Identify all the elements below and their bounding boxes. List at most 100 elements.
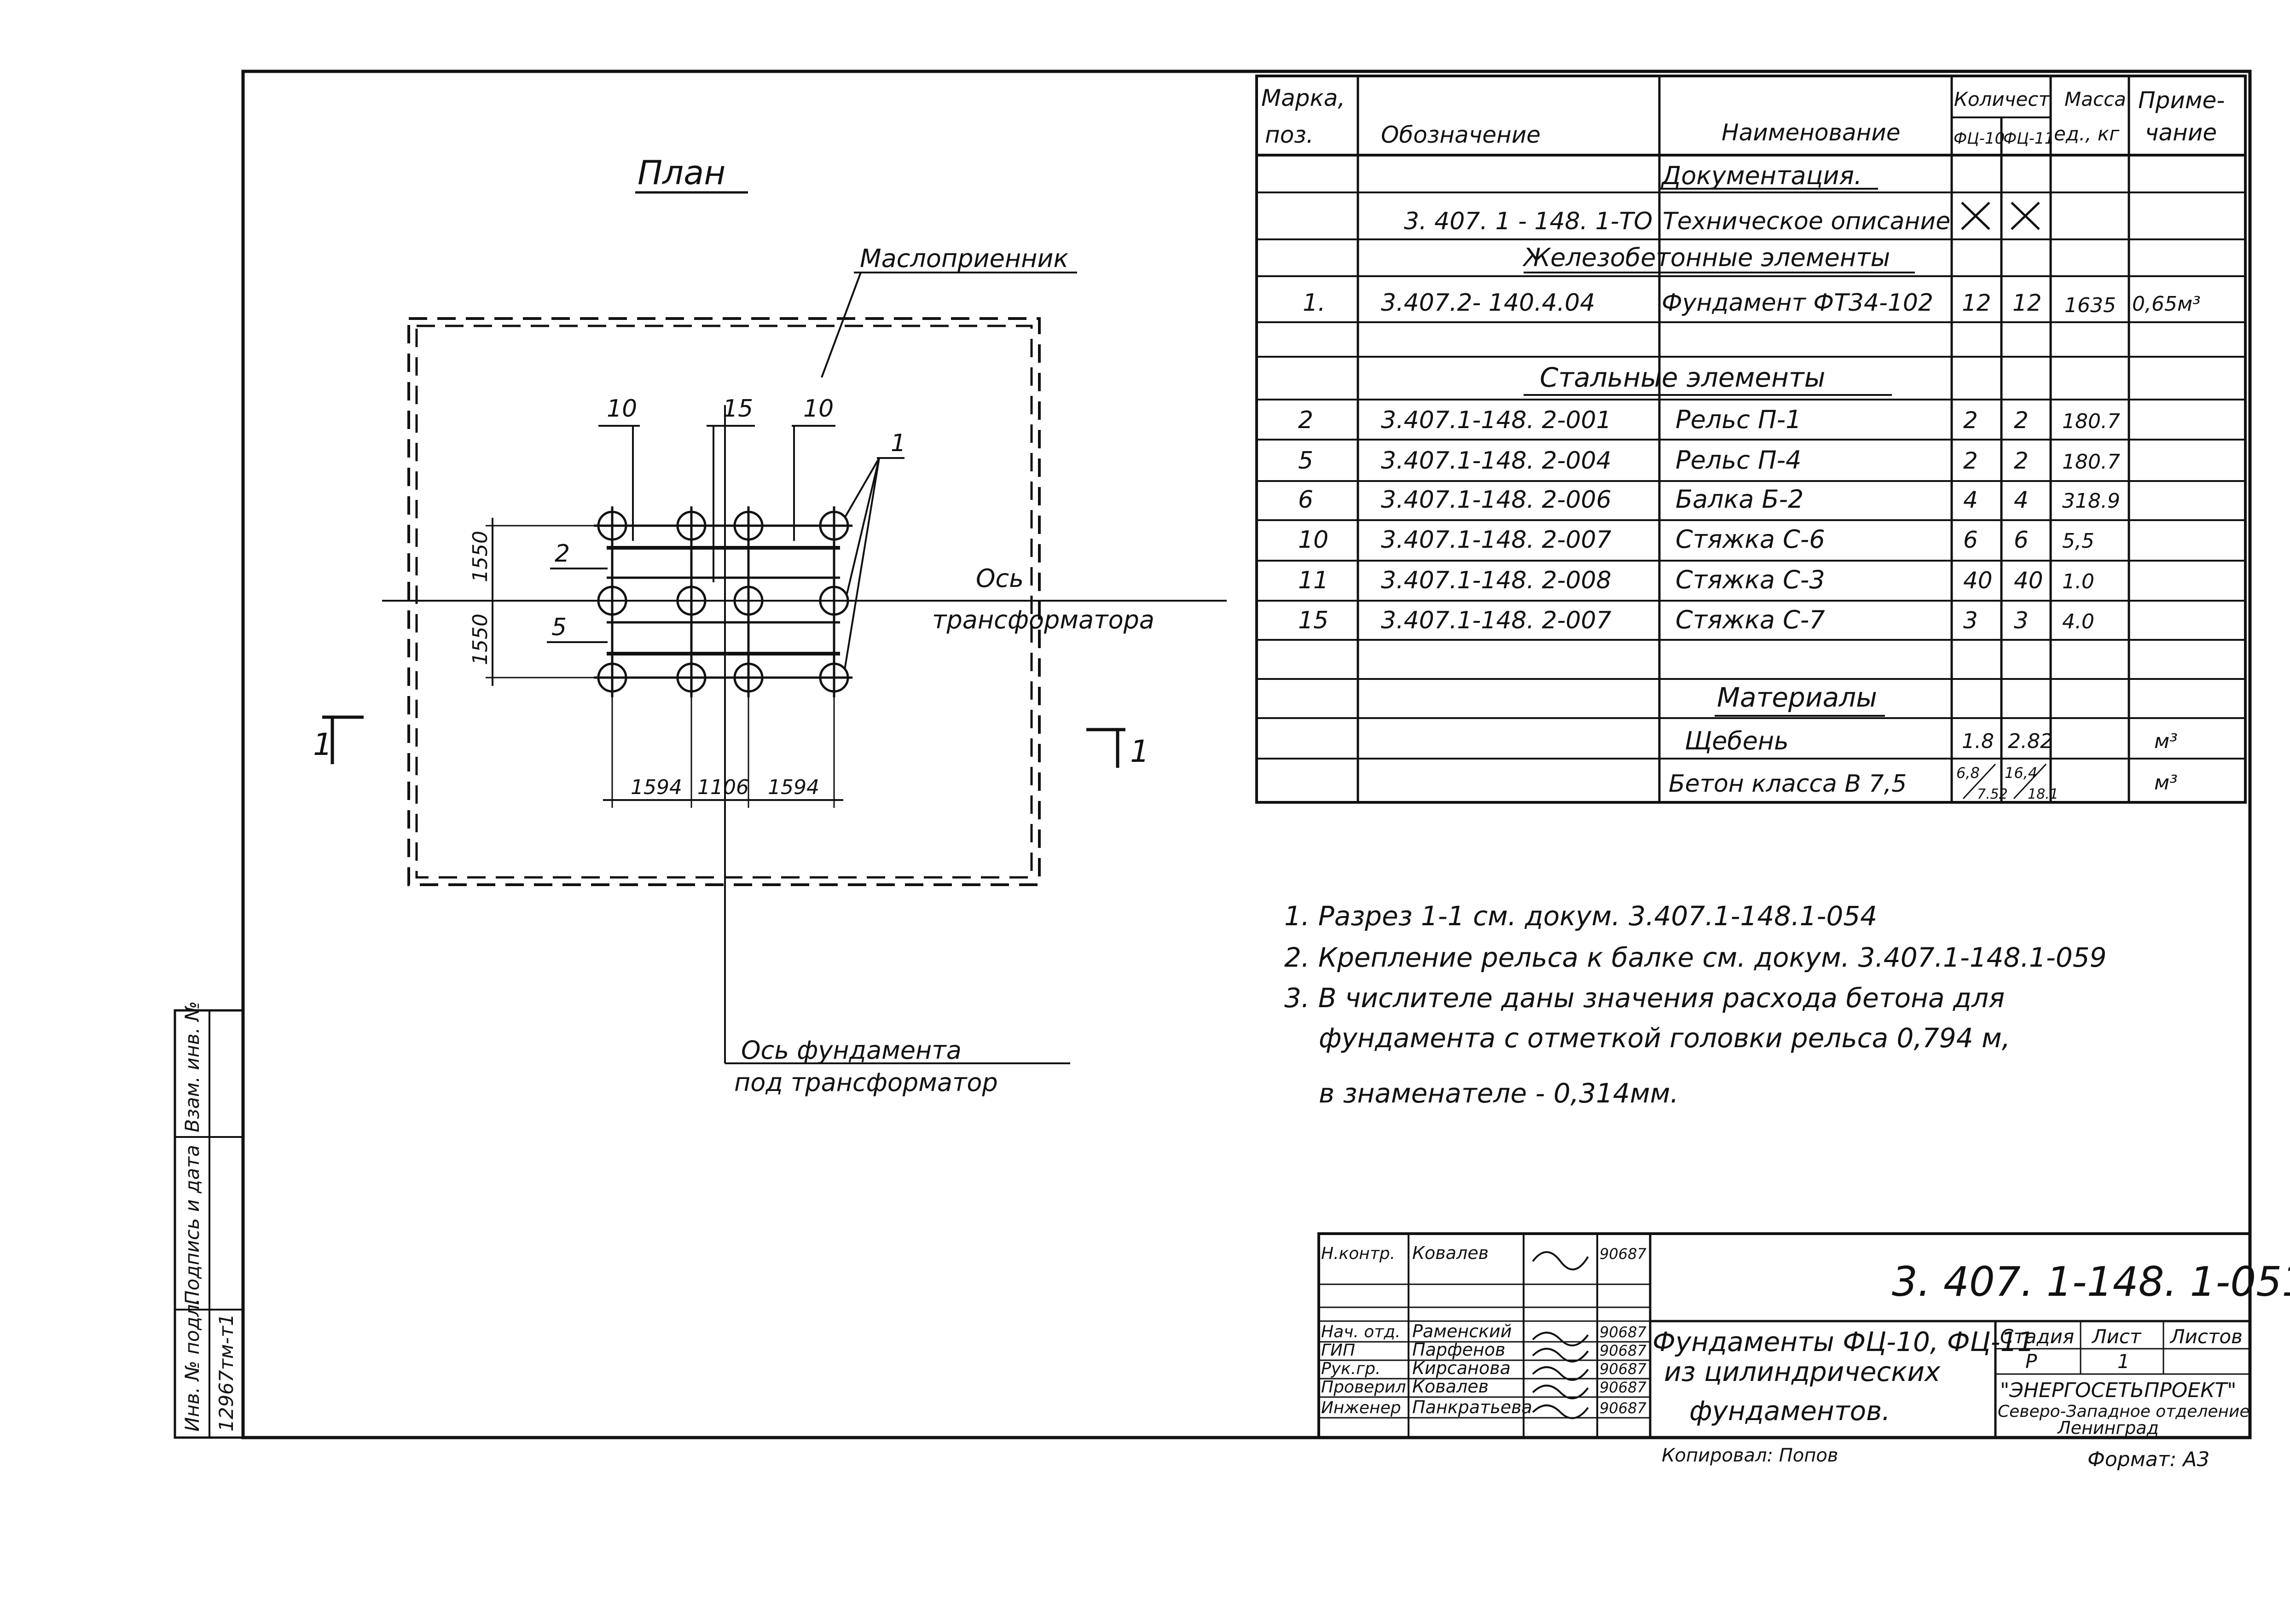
rc-name: Фундамент ФТ34-102 <box>1662 289 1933 317</box>
foundation-axis-label-1: Ось фундамента <box>741 1036 962 1065</box>
dim-v1: 1550 <box>469 531 492 582</box>
side-stamp-inv-value: 12967тм-т1 <box>215 1314 238 1432</box>
steel-mass: 180.7 <box>2062 410 2120 433</box>
hdr-qty-b: ФЦ-11 <box>2003 129 2054 148</box>
steel-qb: 40 <box>2014 567 2043 594</box>
callout-10-left: 10 <box>607 395 637 423</box>
steel-designation: 3.407.1-148. 2-004 <box>1381 447 1612 475</box>
rc-mass: 1635 <box>2064 294 2116 317</box>
sheet-header: Лист <box>2091 1325 2142 1348</box>
callout-5: 5 <box>551 614 567 641</box>
rc-qa: 12 <box>1962 290 1991 316</box>
rc-designation: 3.407.2- 140.4.04 <box>1381 289 1595 317</box>
person-date: 90687 <box>1600 1379 1646 1396</box>
rc-mark: 1. <box>1303 289 1326 317</box>
steel-mark: 2 <box>1298 406 1313 434</box>
person-date: 90687 <box>1600 1245 1646 1263</box>
steel-name: Стяжка С-3 <box>1675 565 1825 594</box>
drawing-code: 3. 407. 1-148. 1-051 <box>1892 1258 2290 1305</box>
hdr-mass-1: Масса <box>2064 88 2126 110</box>
mat-concrete-name: Бетон класса В 7,5 <box>1669 770 1907 798</box>
hdr-qty: Количест <box>1954 88 2050 110</box>
sheet-value: 1 <box>2117 1350 2130 1373</box>
person-name: Парфенов <box>1412 1340 1505 1360</box>
note-1: 1. Разрез 1-1 см. докум. 3.407.1-148.1-0… <box>1284 900 1877 932</box>
person-role: Проверил <box>1321 1378 1406 1397</box>
steel-mass: 318.9 <box>2062 489 2120 513</box>
steel-mark: 11 <box>1298 567 1328 594</box>
person-role: ГИП <box>1321 1341 1355 1360</box>
section-docs: Документация. <box>1661 161 1862 190</box>
note-2: 2. Крепление рельса к балке см. докум. 3… <box>1284 942 2107 973</box>
person-role: Рук.гр. <box>1321 1359 1380 1378</box>
hdr-note-1: Приме- <box>2138 87 2225 114</box>
steel-mark: 15 <box>1298 607 1328 634</box>
steel-qa: 3 <box>1963 607 1978 634</box>
org-line-1: "ЭНЕРГОСЕТЬПРОЕКТ" <box>2000 1379 2237 1402</box>
steel-qb: 3 <box>2014 607 2029 634</box>
steel-designation: 3.407.1-148. 2-007 <box>1381 607 1612 634</box>
org-line-3: Ленинград <box>2057 1418 2159 1438</box>
section-materials: Материалы <box>1717 682 1877 713</box>
plan-title: План <box>638 153 725 192</box>
side-stamp-vzam: Взам. инв. № <box>181 1001 203 1132</box>
spec-table <box>1255 75 2247 804</box>
steel-name: Стяжка С-6 <box>1675 525 1825 554</box>
mat-concrete-qa-bot: 7.52 <box>1977 786 2008 802</box>
doc-name: Техническое описание <box>1663 208 1950 235</box>
steel-designation: 3.407.1-148. 2-008 <box>1381 567 1612 594</box>
hdr-mark-1: Марка, <box>1261 85 1345 111</box>
person-name: Ковалев <box>1412 1243 1489 1263</box>
mat-gravel-qb: 2.82 <box>2008 730 2053 753</box>
person-date: 90687 <box>1600 1360 1646 1378</box>
steel-mass: 1.0 <box>2062 570 2094 593</box>
sheet-frame <box>241 70 2252 1439</box>
steel-designation: 3.407.1-148. 2-006 <box>1381 486 1612 514</box>
org-line-2: Северо-Западное отделение <box>1998 1402 2250 1421</box>
callout-2: 2 <box>555 540 570 568</box>
mat-gravel-name: Щебень <box>1685 726 1789 755</box>
receiver-label: Маслоприенник <box>860 244 1069 273</box>
note-3: 3. В числителе даны значения расхода бет… <box>1284 982 2005 1014</box>
steel-qb: 2 <box>2014 407 2029 434</box>
dim-h2: 1106 <box>697 776 749 799</box>
plan-view: План Маслоприенник Ось трансформатора Ос… <box>313 153 1227 1097</box>
section-rc: Железобетонные элементы <box>1522 243 1890 272</box>
rc-note: 0,65м³ <box>2132 292 2201 316</box>
steel-qa: 40 <box>1963 567 1993 594</box>
section-steel: Стальные элементы <box>1540 362 1825 393</box>
transformer-axis-label-1: Ось <box>976 564 1024 593</box>
mat-concrete-qb-bot: 18.1 <box>2028 786 2058 802</box>
side-stamp-sign: Подпись и дата <box>181 1145 203 1305</box>
note-5: в знаменателе - 0,314мм. <box>1319 1078 1679 1109</box>
steel-mark: 5 <box>1298 447 1313 475</box>
person-name: Раменский <box>1412 1321 1512 1341</box>
steel-qb: 6 <box>2014 527 2029 553</box>
note-4: фундамента с отметкой головки рельса 0,7… <box>1319 1022 2010 1054</box>
person-date: 90687 <box>1600 1342 1646 1359</box>
title-line-3: фундаментов. <box>1689 1395 1890 1427</box>
person-name: Ковалев <box>1412 1376 1489 1397</box>
hdr-qty-a: ФЦ-10 <box>1954 129 2005 148</box>
foundation-axis-label-2: под трансформатор <box>734 1068 998 1097</box>
steel-qa: 2 <box>1963 447 1978 474</box>
callout-10-right: 10 <box>803 395 834 423</box>
mat-gravel-qa: 1.8 <box>1962 730 1994 753</box>
side-stamp-inv: Инв. № подл. <box>181 1298 203 1432</box>
steel-name: Балка Б-2 <box>1675 485 1803 514</box>
sheets-header: Листов <box>2169 1325 2243 1348</box>
person-name: Панкратьева <box>1412 1397 1532 1417</box>
steel-mass: 4.0 <box>2062 610 2094 633</box>
transformer-axis-label-2: трансформатора <box>932 605 1154 634</box>
callout-1: 1 <box>891 429 906 457</box>
steel-mark: 6 <box>1298 486 1313 514</box>
mat-concrete-qb-top: 16,4 <box>2005 764 2037 782</box>
notes: 1. Разрез 1-1 см. докум. 3.407.1-148.1-0… <box>1284 900 2107 1109</box>
dim-v2: 1550 <box>469 614 492 665</box>
steel-designation: 3.407.1-148. 2-001 <box>1381 406 1612 434</box>
person-role: Инженер <box>1321 1398 1401 1417</box>
callout-15: 15 <box>723 395 753 423</box>
steel-qb: 2 <box>2014 447 2029 474</box>
steel-qa: 6 <box>1963 527 1978 553</box>
